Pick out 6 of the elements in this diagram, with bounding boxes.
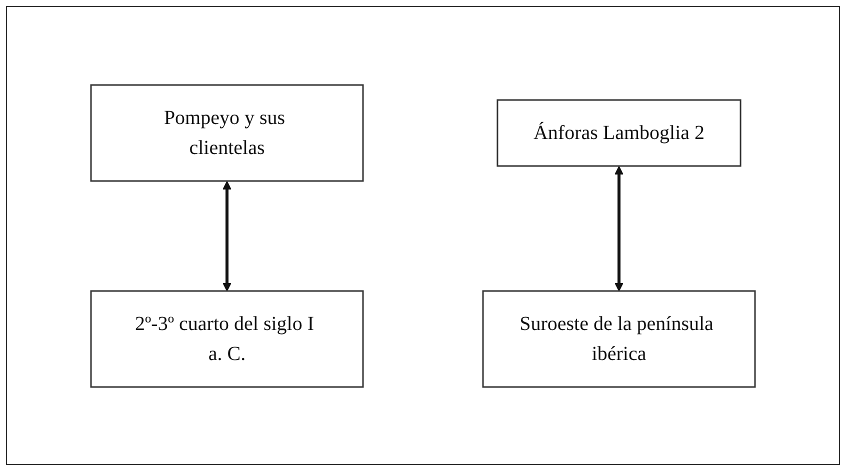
node-box: Pompeyo y sus clientelas <box>90 84 364 182</box>
arrow <box>614 166 624 291</box>
node-box: Ánforas Lamboglia 2 <box>496 98 742 166</box>
node-box: 2º-3º cuarto del siglo I a. C. <box>90 290 364 388</box>
arrow <box>222 180 232 291</box>
node-box: Suroeste de la península ibérica <box>482 290 756 388</box>
